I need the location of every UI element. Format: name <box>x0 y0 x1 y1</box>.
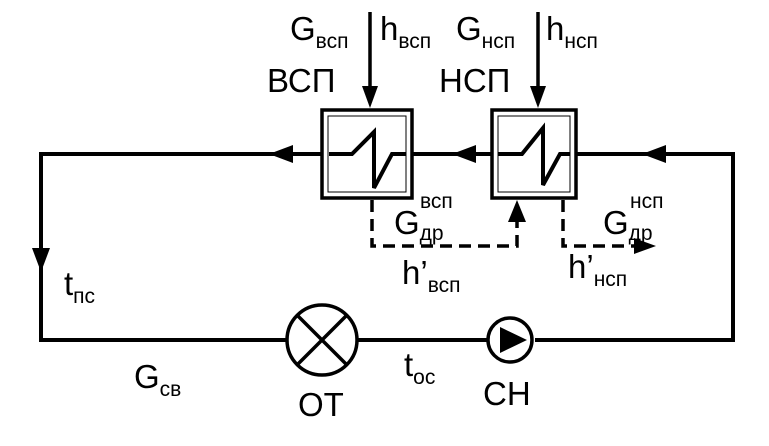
pump-sn <box>486 316 534 364</box>
label-vsp: ВСП <box>267 62 335 99</box>
nsp-steam-arrow <box>530 86 546 108</box>
drain-lines <box>370 200 636 248</box>
arrow-top-right <box>642 145 666 163</box>
label-h-nsp: hнсп <box>546 10 598 53</box>
pump-triangle <box>500 327 527 353</box>
arrow-left-down <box>32 248 50 272</box>
nsp-heater <box>490 108 578 200</box>
vsp-coil <box>329 127 406 189</box>
arrow-top-left <box>269 145 293 163</box>
label-t-ps: tпс <box>64 265 95 308</box>
label-g-dr-nsp: Gдр <box>603 204 653 245</box>
label-g-dr-nsp-sup: нсп <box>630 190 663 213</box>
label-h-vsp: hвсп <box>380 10 431 53</box>
label-nsp: НСП <box>439 62 510 99</box>
flow-arrows <box>32 145 666 272</box>
mixer-ot <box>285 303 359 377</box>
vsp-steam-arrow <box>362 86 378 108</box>
drain-arrowheads <box>508 200 656 254</box>
nsp-drain-line <box>561 200 636 248</box>
mixer-cross <box>295 313 349 367</box>
label-g-dr-vsp: Gдр <box>394 204 444 245</box>
label-sn: СН <box>483 375 531 412</box>
nsp-coil <box>498 122 570 186</box>
label-t-os: tос <box>404 346 435 389</box>
steam-inputs <box>368 12 540 100</box>
label-g-sv: Gсв <box>134 358 181 401</box>
vsp-heater <box>320 108 414 200</box>
label-g-nsp: Gнсп <box>456 10 515 53</box>
steam-arrowheads <box>362 86 546 108</box>
label-g-vsp: Gвсп <box>290 10 348 53</box>
label-h-prime-vsp: h’всп <box>402 254 460 297</box>
top-left-pipe <box>39 152 322 342</box>
label-g-dr-vsp-sup: всп <box>420 190 453 213</box>
nsp-drain-arrow <box>634 238 656 254</box>
vsp-drain-line <box>370 200 519 248</box>
arrow-between-heaters <box>452 145 476 163</box>
vsp-drain-arrow <box>508 200 526 222</box>
label-ot: ОТ <box>298 386 344 423</box>
label-h-prime-nsp: h’нсп <box>568 248 627 291</box>
